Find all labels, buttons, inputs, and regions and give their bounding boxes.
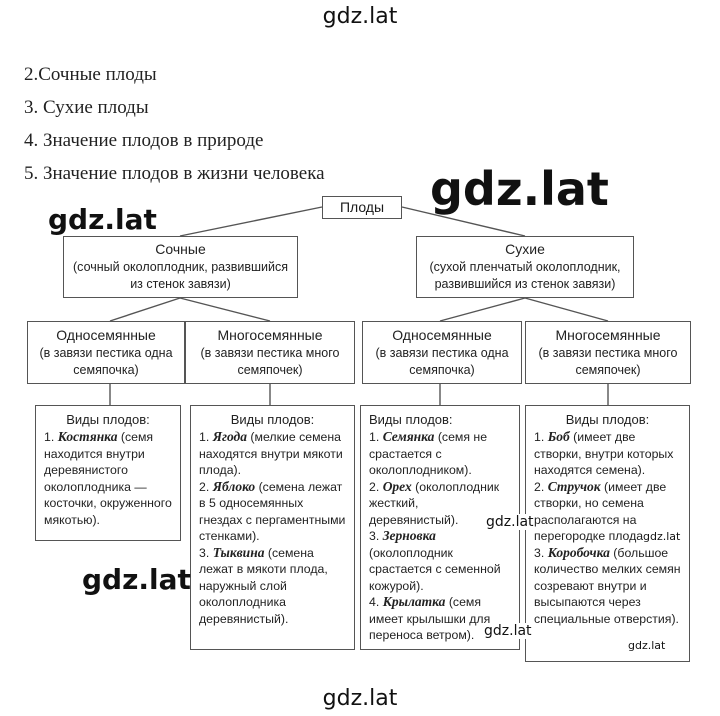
fruit-type-item: 3. Зерновка (околоплодник срастается с с… [369,528,501,593]
fruit-type-item: 2. Яблоко (семена лежат в 5 односемянных… [199,478,346,544]
dry-single-seed-node: Односемянные (в завязи пестика одна семя… [362,321,522,384]
juicy-title: Сочные [155,241,206,257]
topic-list: 2.Сочные плоды 3. Сухие плоды 4. Значени… [24,60,325,192]
juicy-single-seed-node: Односемянные (в завязи пестика одна семя… [27,321,185,384]
watermark-bottom: gdz.lat [322,686,398,711]
dry-single-title: Односемянные [392,327,492,343]
list-item: 2.Сочные плоды [24,64,157,85]
watermark-right-b: gdz.lat [628,639,666,652]
fruit-type-item: 1. Боб (имеет две створки, внутри которы… [534,429,674,477]
juicy-single-title: Односемянные [56,327,156,343]
types-title: Виды плодов: [369,412,453,427]
watermark-large: gdz.lat [430,162,609,216]
fruit-type-item: 1. Семянка (семя не срастается с околопл… [369,429,488,477]
watermark-left-upper: gdz.lat [48,203,157,236]
fruit-type-item: 4. Крылатка (семя имеет крылышки для пер… [369,594,491,642]
watermark-right-a: gdz.lat [643,530,681,543]
watermark-top: gdz.lat [322,4,398,29]
watermark-mid-b: gdz.lat [484,623,532,639]
fruit-type-item: 1. Костянка (семя находится внутри дерев… [44,429,172,527]
juicy-fruits-node: Сочные (сочный околоплодник, развившийся… [63,236,298,298]
fruit-type-item: 2. Стручок (имеет две створки, но семена… [534,478,667,544]
juicy-multi-types: Виды плодов: 1. Ягода (мелкие семена нах… [190,405,355,650]
juicy-single-desc: (в завязи пестика одна семяпочка) [39,346,173,377]
dry-fruits-node: Сухие (сухой пленчатый околоплодник, раз… [416,236,634,298]
fruit-type-item: 3. Тыквина (семена лежат в мякоти плода,… [199,544,328,626]
fruit-type-item: 1. Ягода (мелкие семена находятся внутри… [199,429,343,477]
juicy-desc: (сочный околоплодник, развившийся из сте… [73,260,288,291]
list-item: 5. Значение плодов в жизни человека [24,163,325,184]
juicy-single-types: Виды плодов: 1. Костянка (семя находится… [35,405,181,541]
types-title: Виды плодов: [66,412,150,427]
dry-title: Сухие [505,241,545,257]
dry-single-desc: (в завязи пестика одна семяпочка) [375,346,509,377]
juicy-multi-seed-node: Многосемянные (в завязи пестика много се… [185,321,355,384]
dry-multi-title: Многосемянные [555,327,661,343]
root-node: Плоды [322,196,402,219]
watermark-mid-a: gdz.lat [486,514,534,530]
juicy-multi-desc: (в завязи пестика много семяпочек) [200,346,340,377]
fruit-type-item: 3. Коробочка (большое количество мелких … [534,544,681,626]
list-item: 4. Значение плодов в природе [24,130,264,151]
dry-multi-seed-node: Многосемянные (в завязи пестика много се… [525,321,691,384]
dry-multi-desc: (в завязи пестика много семяпочек) [538,346,678,377]
fruit-type-item: 2. Орех (околоплодник жесткий, деревянис… [369,478,500,527]
dry-desc: (сухой пленчатый околоплодник, развивший… [429,260,621,291]
juicy-multi-title: Многосемянные [217,327,323,343]
types-title: Виды плодов: [565,412,650,427]
list-item: 3. Сухие плоды [24,97,149,118]
types-title: Виды плодов: [230,412,315,427]
watermark-left-lower: gdz.lat [82,563,191,596]
